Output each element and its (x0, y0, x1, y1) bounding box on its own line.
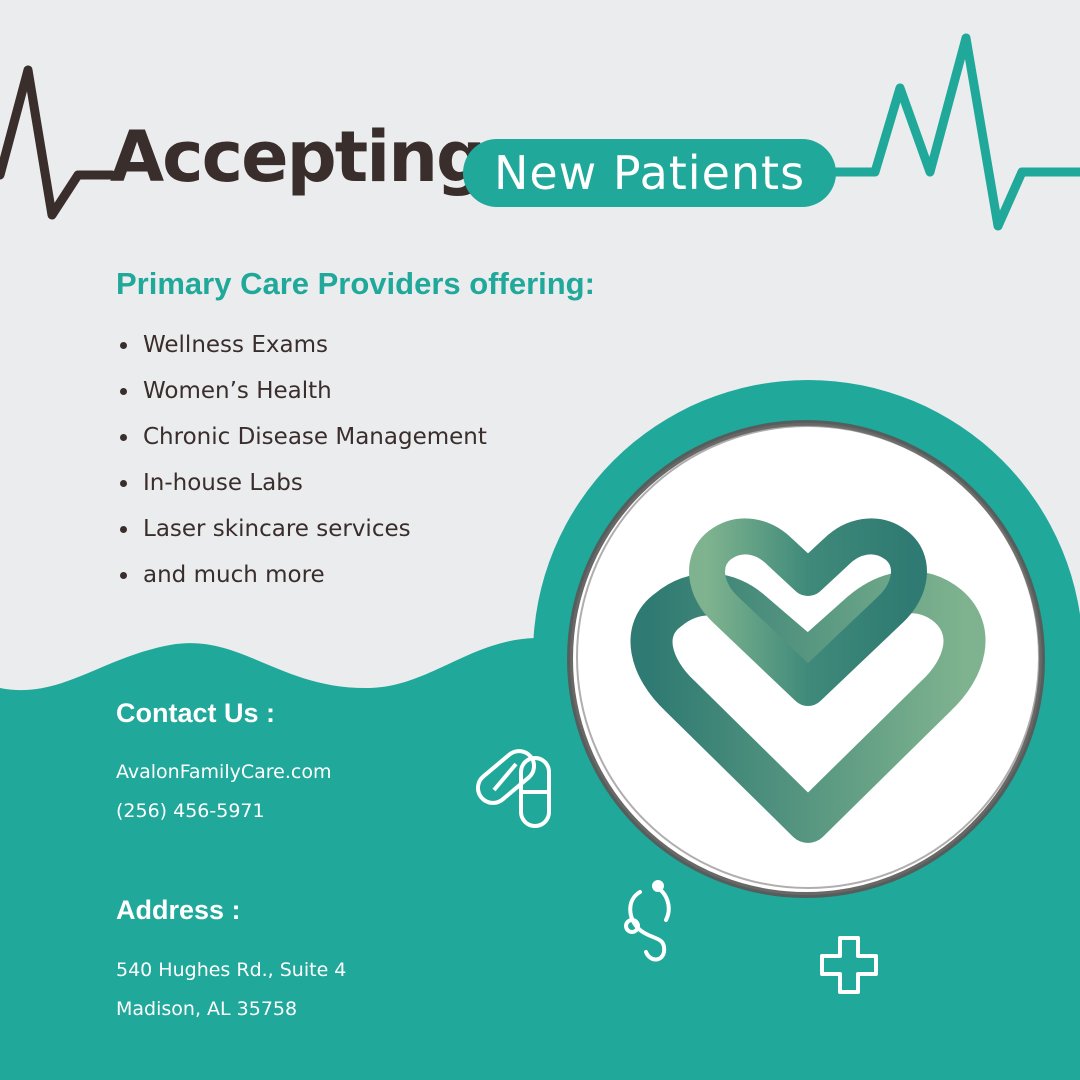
bullet-icon (120, 480, 127, 487)
medical-cross-icon (820, 936, 878, 994)
new-patients-pill: New Patients (463, 139, 836, 207)
service-label: Laser skincare services (143, 516, 411, 542)
heartbeat-line-right-icon (831, 33, 1080, 231)
heart-logo-icon (630, 518, 986, 843)
heartbeat-line-left-icon (0, 65, 117, 220)
list-item: Women’s Health (116, 374, 487, 420)
list-item: Chronic Disease Management (116, 420, 487, 466)
service-label: and much more (143, 562, 325, 588)
list-item: and much more (116, 558, 487, 604)
pills-icon (475, 749, 551, 828)
list-item: In-house Labs (116, 466, 487, 512)
address-heading: Address : (116, 895, 241, 925)
service-label: In-house Labs (143, 470, 303, 496)
phone-number[interactable]: (256) 456-5971 (116, 800, 265, 822)
contact-heading: Contact Us : (116, 698, 276, 728)
list-item: Laser skincare services (116, 512, 487, 558)
list-item: Wellness Exams (116, 328, 487, 374)
services-heading: Primary Care Providers offering: (116, 266, 595, 301)
bullet-icon (120, 526, 127, 533)
bullet-icon (120, 388, 127, 395)
logo-circle-brush-ring (567, 420, 1045, 898)
bullet-icon (120, 434, 127, 441)
bullet-icon (120, 572, 127, 579)
headline-accepting: Accepting (110, 116, 486, 198)
services-list: Wellness Exams Women’s Health Chronic Di… (116, 328, 487, 604)
address-line-2: Madison, AL 35758 (116, 998, 298, 1020)
stethoscope-icon (624, 880, 671, 962)
service-label: Women’s Health (143, 378, 332, 404)
website-link[interactable]: AvalonFamilyCare.com (116, 761, 332, 783)
new-patients-label: New Patients (493, 146, 806, 200)
service-label: Wellness Exams (143, 332, 328, 358)
bullet-icon (120, 342, 127, 349)
address-line-1: 540 Hughes Rd., Suite 4 (116, 959, 347, 981)
service-label: Chronic Disease Management (143, 424, 487, 450)
